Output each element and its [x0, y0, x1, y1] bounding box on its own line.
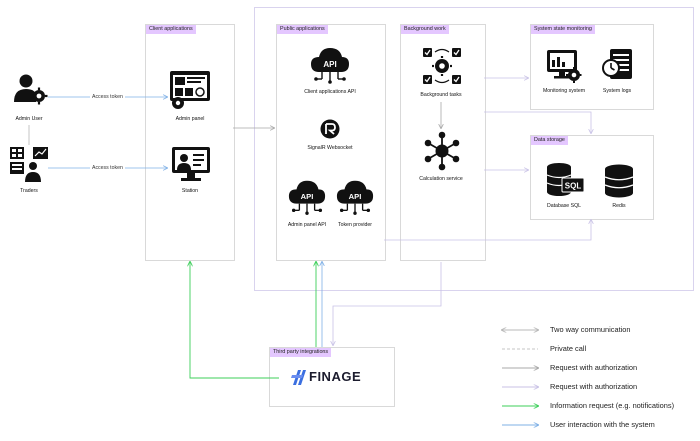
redis-icon [604, 164, 634, 198]
legend-label-request-auth: Request with authorization [550, 363, 638, 372]
legend-swatches [498, 322, 558, 432]
platform-frame [254, 7, 694, 291]
access-token-label-2: Access token [90, 165, 125, 171]
legend-label-two-way: Two way communication [550, 325, 631, 334]
legend-label-information-request: Information request (e.g. notifications) [550, 401, 675, 410]
admin-panel-api-label: Admin panel API [287, 222, 327, 228]
station-icon [172, 147, 210, 181]
admin-panel-icon [170, 71, 210, 109]
edge-bg-to-storage [484, 111, 591, 133]
system-logs-icon [602, 49, 632, 79]
background-tasks-label: Background tasks [420, 92, 462, 98]
legend-label-request-auth-light: Request with authorization [550, 382, 638, 391]
finage-logo-text: FINAGE [309, 369, 362, 384]
system-state-monitoring-tag: System state monitoring [531, 25, 595, 34]
monitoring-system-icon [547, 50, 582, 83]
client-api-cloud-icon: API [311, 48, 349, 84]
legend-label-private-call: Private call [550, 344, 587, 353]
finage-logo-icon [291, 370, 306, 385]
monitoring-system-label: Monitoring system [542, 88, 586, 94]
svg-text:API: API [349, 192, 362, 201]
admin-panel-api-icon: API [288, 180, 326, 215]
system-logs-label: System logs [602, 88, 632, 94]
client-applications-tag: Client applications [146, 25, 196, 34]
traders-icon [10, 147, 48, 182]
traders-label: Traders [20, 188, 38, 194]
public-applications-tag: Public applications [277, 25, 328, 34]
client-applications-box [145, 24, 235, 261]
signalr-label: SignalR Websocket [307, 145, 353, 151]
edge-public-to-storage [384, 220, 591, 241]
database-sql-label: Database SQL [546, 203, 582, 209]
token-provider-icon: API [336, 180, 374, 215]
svg-text:API: API [323, 60, 336, 69]
signalr-icon [320, 119, 340, 139]
token-provider-label: Token provider [337, 222, 373, 228]
edge-finage-to-client [190, 262, 279, 379]
station-label: Station [181, 188, 199, 194]
edge-bg-to-finage [333, 262, 442, 345]
access-token-label-1: Access token [90, 94, 125, 100]
legend-label-user-interaction: User interaction with the system [550, 420, 655, 429]
client-api-label: Client applications API [304, 89, 356, 95]
third-party-box [269, 347, 395, 407]
database-sql-icon: SQL [546, 163, 585, 196]
public-applications-box [276, 24, 386, 261]
third-party-tag: Third party integrations [270, 348, 332, 357]
background-work-tag: Background work [401, 25, 449, 34]
redis-label: Redis [612, 203, 626, 209]
admin-panel-label: Admin panel [175, 116, 205, 122]
data-storage-tag: Data storage [531, 136, 568, 145]
background-tasks-icon [423, 48, 461, 84]
admin-user-icon [14, 74, 48, 105]
svg-text:API: API [301, 192, 314, 201]
svg-text:SQL: SQL [565, 182, 582, 191]
admin-user-label: Admin User [15, 116, 43, 122]
calculation-service-label: Calculation service [419, 176, 463, 182]
calculation-service-icon [424, 131, 460, 171]
